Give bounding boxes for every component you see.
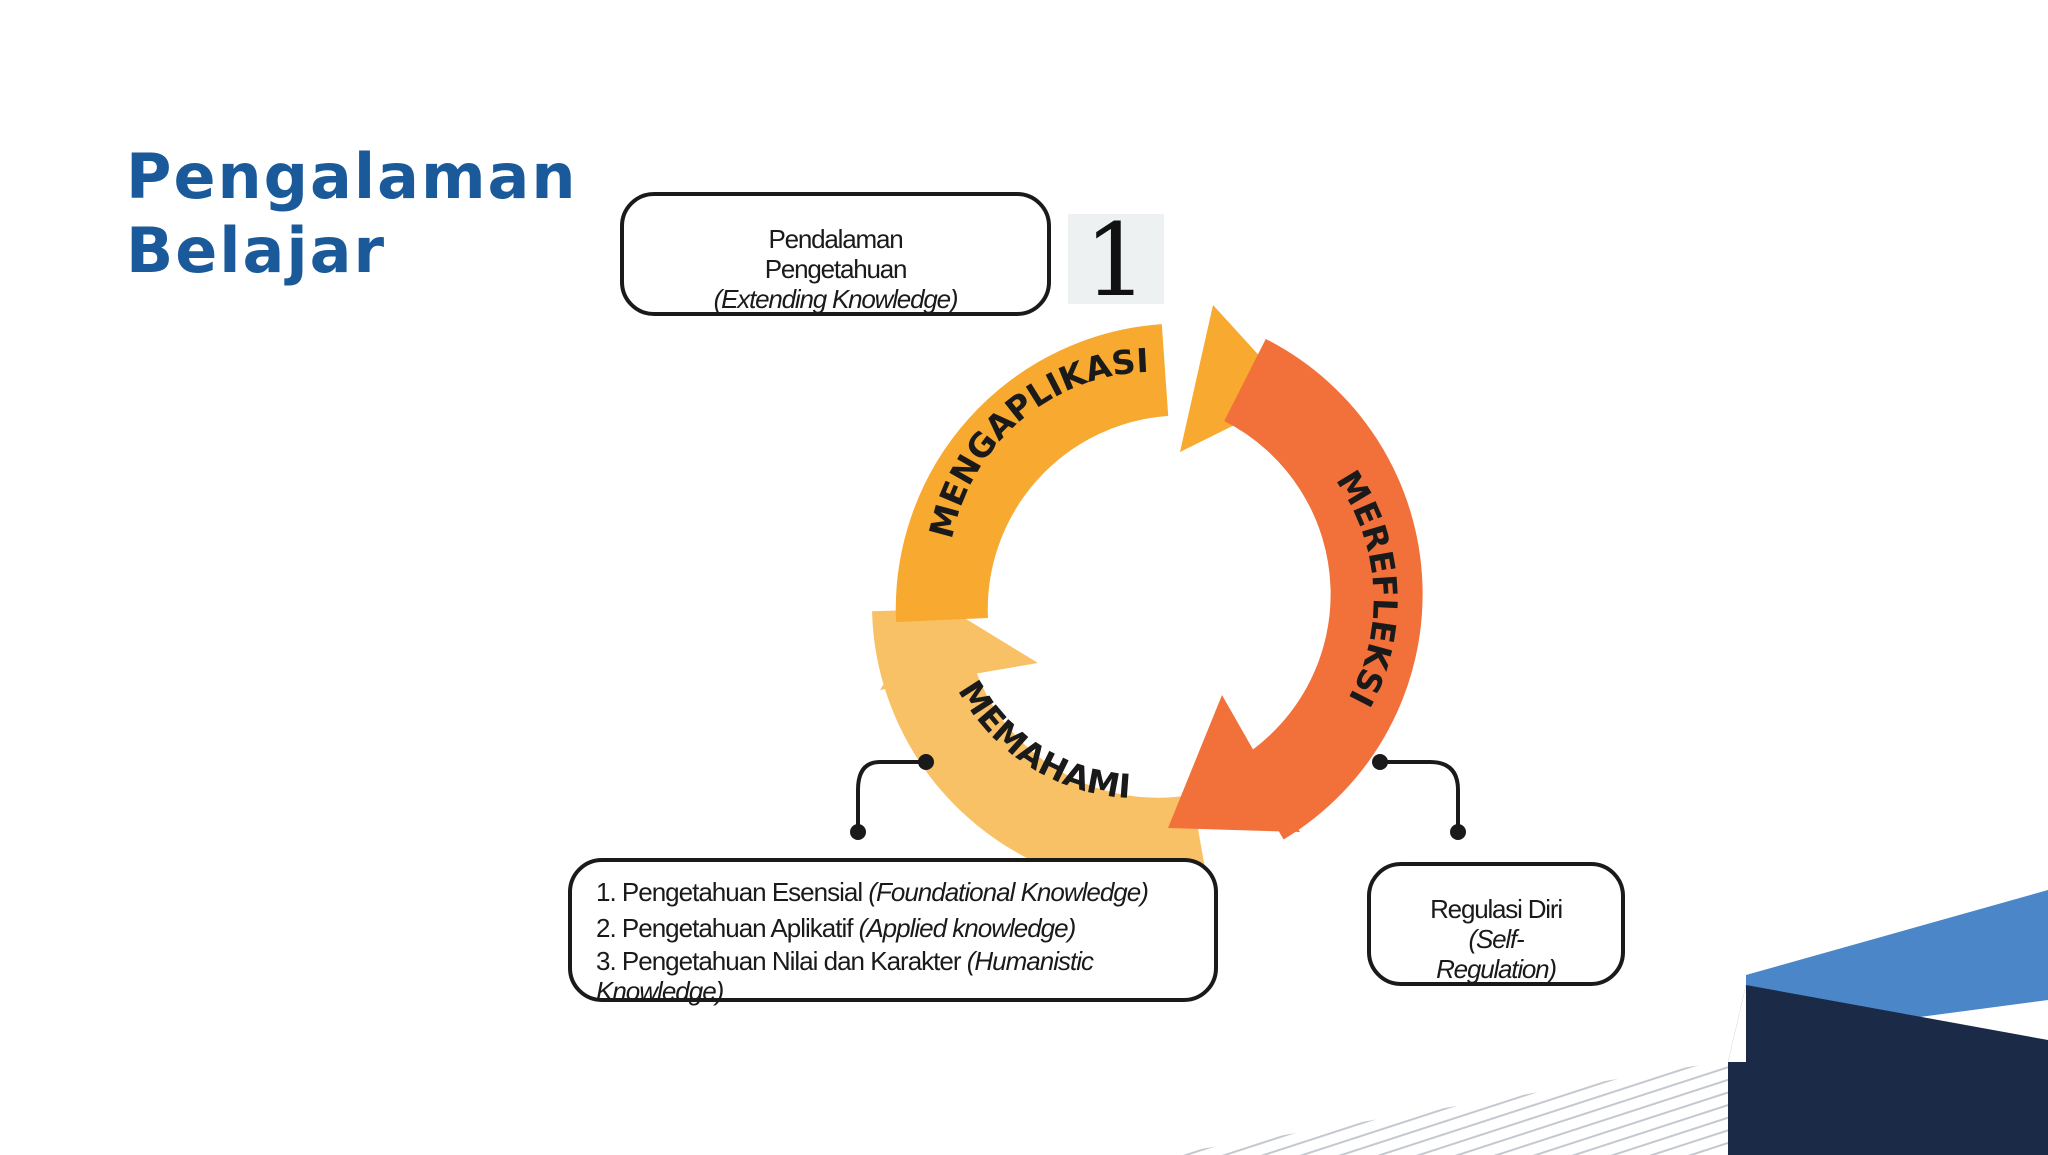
corner-white-cut (1728, 985, 1746, 1062)
arrow-head-bottom (880, 600, 1038, 690)
knowledge-types-box: 1. Pengetahuan Esensial (Foundational Kn… (568, 858, 1218, 1006)
box-top-line-1: Pendalaman (768, 224, 904, 254)
box-right-line-2: (Self- (1468, 924, 1525, 954)
box-top-line-2: Pengetahuan (764, 254, 908, 284)
page-title: Pengalaman Belajar (126, 140, 578, 288)
connector-right (1380, 760, 1460, 832)
box-right-line-3: Regulation) (1436, 954, 1557, 984)
list-item: 3. Pengetahuan Nilai dan Karakter (Human… (596, 946, 1094, 1006)
arrow-head-top (1180, 305, 1295, 452)
list-item: 2. Pengetahuan Aplikatif (Applied knowle… (596, 913, 1076, 943)
step-number: 1 (1084, 202, 1148, 319)
connector-left-dot-bottom (850, 824, 866, 840)
corner-navy-decoration (1728, 985, 2048, 1155)
arrow-head-right (1168, 695, 1300, 832)
list-item: 1. Pengetahuan Esensial (Foundational Kn… (596, 877, 1149, 907)
self-regulation-box: Regulasi Diri (Self- Regulation) (1367, 862, 1625, 986)
corner-hatch-decoration (1165, 1060, 1740, 1155)
connector-left-dot-top (918, 754, 934, 770)
connector-right-dot-bottom (1450, 824, 1466, 840)
title-line-2: Belajar (126, 214, 387, 287)
box-top-line-3: (Extending Knowledge) (713, 284, 959, 314)
extending-knowledge-box: Pendalaman Pengetahuan (Extending Knowle… (620, 192, 1051, 316)
connector-right-dot-top (1372, 754, 1388, 770)
arc-right-merefleksi (1223, 338, 1423, 840)
connector-left (856, 760, 926, 832)
title-line-1: Pengalaman (126, 140, 578, 213)
box-right-line-1: Regulasi Diri (1430, 894, 1563, 924)
step-number-badge: 1 (1068, 206, 1164, 316)
arc-top-mengaplikasi (895, 324, 1170, 622)
